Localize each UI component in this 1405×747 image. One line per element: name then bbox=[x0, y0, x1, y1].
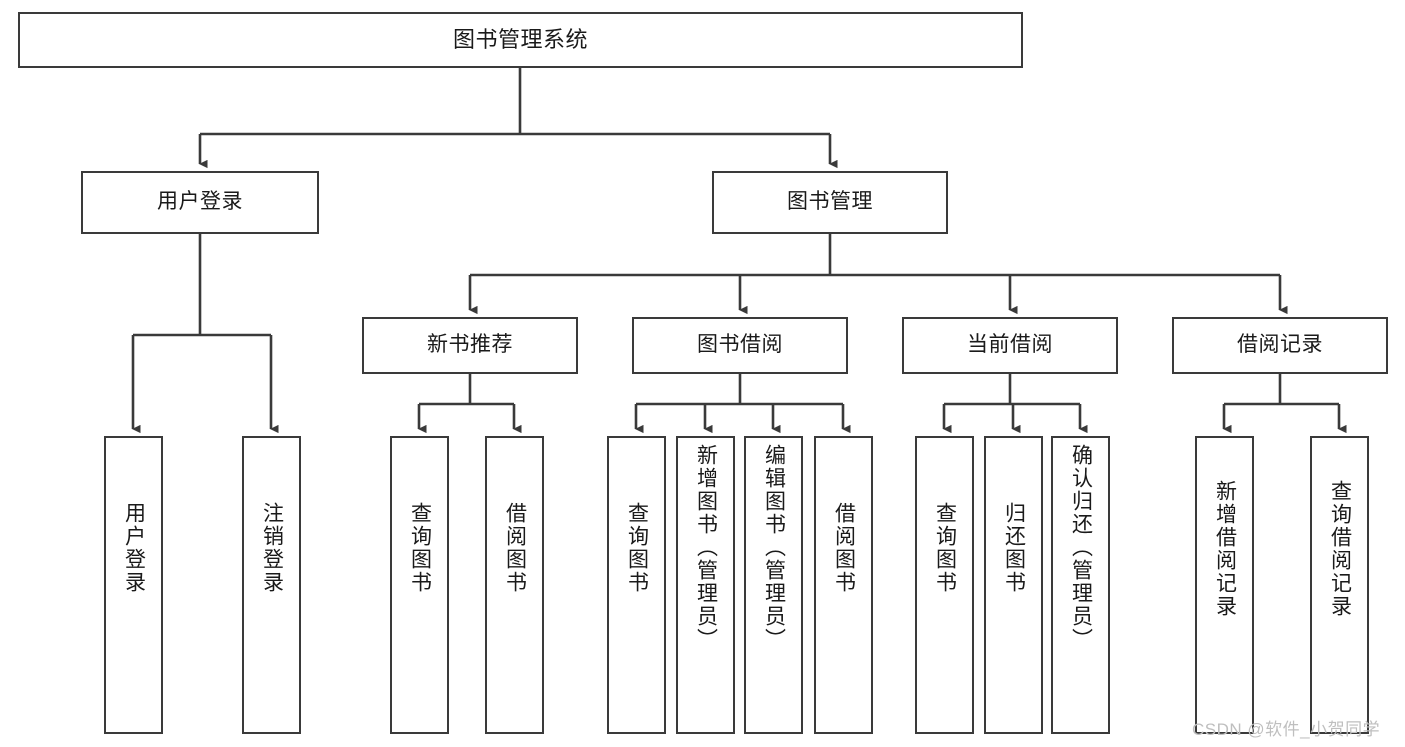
node-leaf-query-book-3-label: 查询图书 bbox=[933, 502, 957, 594]
node-leaf-query-record-label: 查询借阅记录 bbox=[1328, 480, 1352, 618]
node-leaf-user-login[interactable]: 用户登录 bbox=[104, 436, 163, 734]
node-leaf-edit-book[interactable]: 编辑图书（管理员） bbox=[744, 436, 803, 734]
node-leaf-confirm-return[interactable]: 确认归还（管理员） bbox=[1051, 436, 1110, 734]
node-leaf-return-book[interactable]: 归还图书 bbox=[984, 436, 1043, 734]
node-leaf-add-record[interactable]: 新增借阅记录 bbox=[1195, 436, 1254, 734]
node-leaf-borrow-book-1-label: 借阅图书 bbox=[503, 502, 527, 594]
node-borrow-record[interactable]: 借阅记录 bbox=[1172, 317, 1388, 374]
node-leaf-query-book-2[interactable]: 查询图书 bbox=[607, 436, 666, 734]
csdn-watermark: CSDN @软件_小贺同学 bbox=[1192, 720, 1381, 739]
node-leaf-confirm-return-label: 确认归还（管理员） bbox=[1069, 444, 1093, 651]
node-book-borrow[interactable]: 图书借阅 bbox=[632, 317, 848, 374]
node-current-borrow[interactable]: 当前借阅 bbox=[902, 317, 1118, 374]
node-leaf-add-book-label: 新增图书（管理员） bbox=[694, 444, 718, 651]
node-leaf-query-book-1[interactable]: 查询图书 bbox=[390, 436, 449, 734]
node-leaf-query-book-2-label: 查询图书 bbox=[625, 502, 649, 594]
node-leaf-return-book-label: 归还图书 bbox=[1002, 502, 1026, 594]
node-root[interactable]: 图书管理系统 bbox=[18, 12, 1023, 68]
node-leaf-logout-label: 注销登录 bbox=[260, 502, 284, 594]
node-leaf-query-record[interactable]: 查询借阅记录 bbox=[1310, 436, 1369, 734]
node-book-borrow-label: 图书借阅 bbox=[697, 333, 783, 357]
node-leaf-user-login-label: 用户登录 bbox=[122, 502, 146, 594]
node-leaf-query-book-1-label: 查询图书 bbox=[408, 502, 432, 594]
node-borrow-record-label: 借阅记录 bbox=[1237, 333, 1323, 357]
node-book-manage[interactable]: 图书管理 bbox=[712, 171, 948, 234]
node-user-login-label: 用户登录 bbox=[157, 190, 243, 214]
node-new-book-recommend-label: 新书推荐 bbox=[427, 333, 513, 357]
node-current-borrow-label: 当前借阅 bbox=[967, 333, 1053, 357]
node-leaf-logout[interactable]: 注销登录 bbox=[242, 436, 301, 734]
node-leaf-add-record-label: 新增借阅记录 bbox=[1213, 480, 1237, 618]
node-leaf-borrow-book-2[interactable]: 借阅图书 bbox=[814, 436, 873, 734]
node-leaf-add-book[interactable]: 新增图书（管理员） bbox=[676, 436, 735, 734]
node-leaf-edit-book-label: 编辑图书（管理员） bbox=[762, 444, 786, 651]
node-leaf-borrow-book-2-label: 借阅图书 bbox=[832, 502, 856, 594]
node-leaf-query-book-3[interactable]: 查询图书 bbox=[915, 436, 974, 734]
node-root-label: 图书管理系统 bbox=[452, 27, 588, 53]
node-user-login[interactable]: 用户登录 bbox=[81, 171, 319, 234]
node-book-manage-label: 图书管理 bbox=[787, 190, 873, 214]
node-new-book-recommend[interactable]: 新书推荐 bbox=[362, 317, 578, 374]
node-leaf-borrow-book-1[interactable]: 借阅图书 bbox=[485, 436, 544, 734]
